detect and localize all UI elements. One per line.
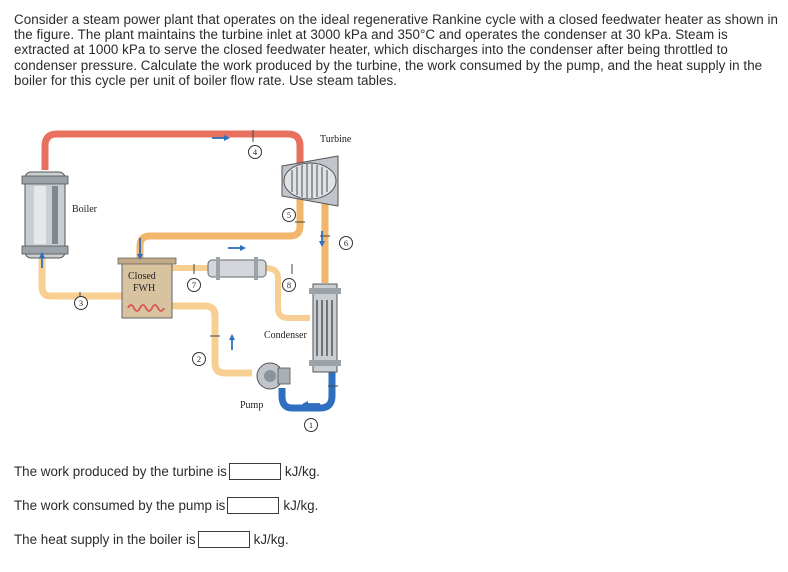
state-7-marker: 7 [187,278,201,292]
state-5-marker: 5 [282,208,296,222]
question-turbine-work: The work produced by the turbine is kJ/k… [14,463,320,480]
pump-label: Pump [240,400,264,411]
state-2-marker: 2 [192,352,206,366]
cycle-diagram-graphic [21,130,341,412]
state-1-marker: 1 [304,418,318,432]
closed-fwh [117,257,177,319]
closed-fwh-label-line1: Closed [128,271,156,282]
pump [256,362,291,390]
boiler-heat-input[interactable] [197,531,250,548]
boiler-heat-unit: kJ/kg. [253,532,289,547]
question-boiler-heat: The heat supply in the boiler is kJ/kg. [14,531,289,548]
pump-work-input[interactable] [227,497,280,514]
state-8-marker: 8 [282,278,296,292]
pump-work-unit: kJ/kg. [283,498,319,513]
question-turbine-work-text: The work produced by the turbine is [14,464,227,479]
turbine-work-input[interactable] [228,463,281,480]
condenser [309,283,341,373]
problem-statement: Consider a steam power plant that operat… [14,12,779,88]
question-pump-work-text: The work consumed by the pump is [14,498,226,513]
state-6-marker: 6 [339,236,353,250]
state-4-marker: 4 [248,145,262,159]
turbine [281,155,339,207]
question-boiler-heat-text: The heat supply in the boiler is [14,532,196,547]
flow-arrows [39,135,325,407]
turbine-label: Turbine [320,134,352,145]
state-3-marker: 3 [74,296,88,310]
throttle-valve [207,257,267,280]
rankine-cycle-figure: Turbine Boiler Closed FWH Condenser Pump… [20,128,370,448]
turbine-work-unit: kJ/kg. [284,464,320,479]
condenser-label: Condenser [264,330,307,341]
closed-fwh-label-line2: FWH [133,283,156,294]
boiler [21,171,69,259]
question-pump-work: The work consumed by the pump is kJ/kg. [14,497,318,514]
boiler-label: Boiler [72,204,97,215]
